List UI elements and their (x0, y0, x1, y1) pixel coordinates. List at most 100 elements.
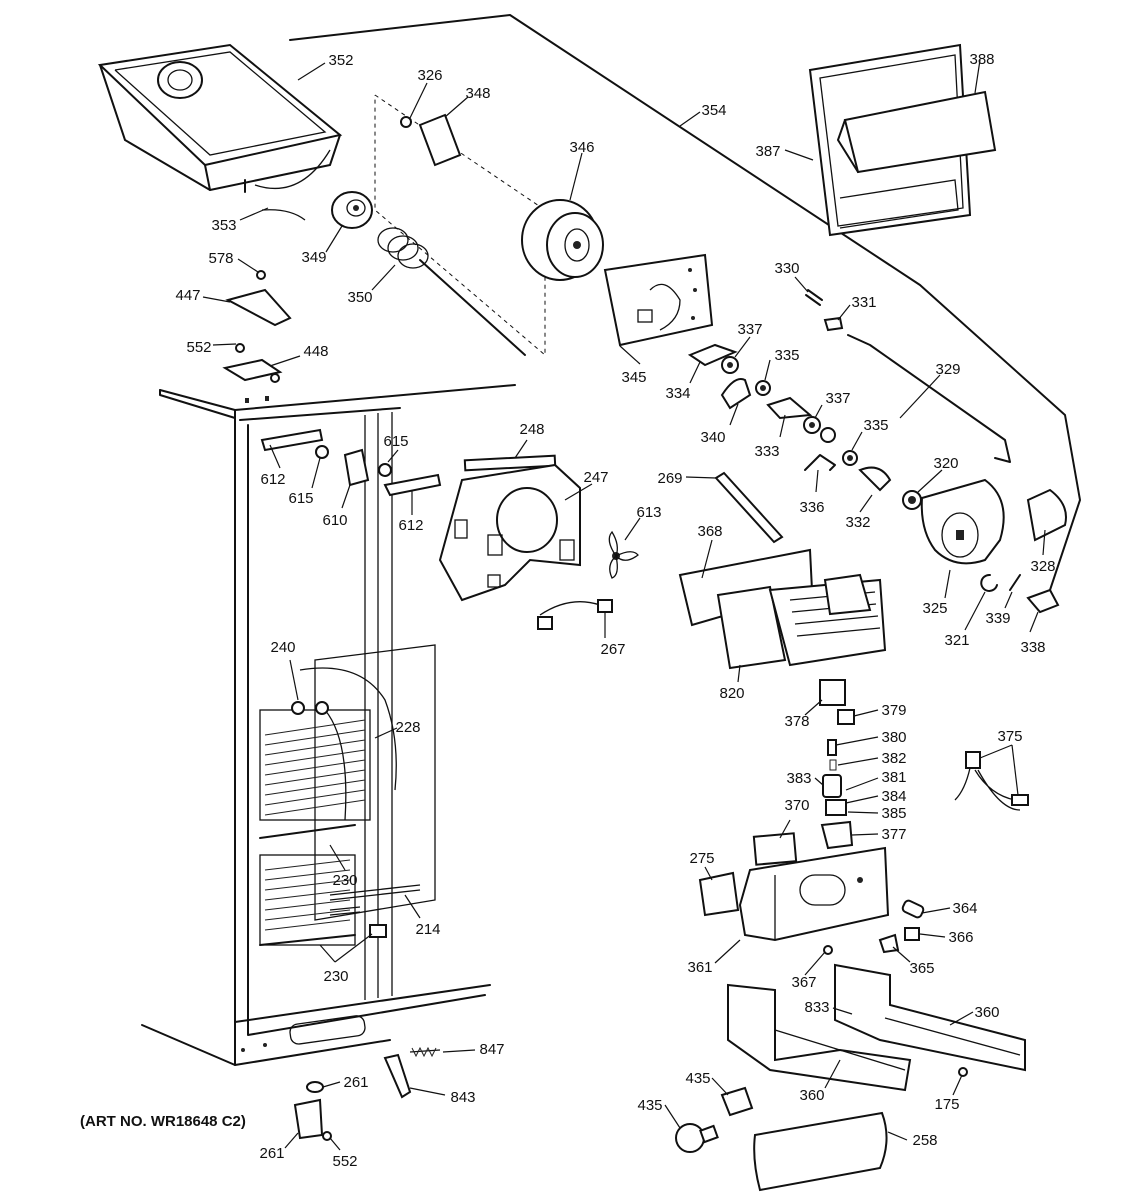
callout-label: 384 (881, 788, 906, 805)
retainer-plate (418, 113, 462, 167)
freezer-cabinet (141, 384, 516, 1066)
callout-label: 447 (175, 287, 200, 304)
cap-615-right (378, 463, 392, 477)
callout-label: 261 (343, 1074, 368, 1091)
callout-label: 612 (260, 471, 285, 488)
wire-connector-375 (954, 751, 1029, 811)
ice-chute-tube (714, 471, 784, 544)
callout-label: 366 (948, 929, 973, 946)
callout-label: 448 (303, 343, 328, 360)
dispenser-door (808, 43, 997, 237)
bracket-448 (222, 358, 283, 382)
callout-label: 820 (719, 685, 744, 702)
callout-label: 335 (863, 417, 888, 434)
callout-label: 612 (398, 517, 423, 534)
callout-label: 269 (657, 470, 682, 487)
ice-chute-flap (1026, 488, 1067, 542)
dispenser-outline (289, 14, 1081, 591)
callout-label: 275 (689, 850, 714, 867)
callout-label: 833 (804, 999, 829, 1016)
callout-label: 552 (186, 339, 211, 356)
callout-label: 338 (1020, 639, 1045, 656)
gear-linkage-set (687, 289, 892, 492)
callout-label: 435 (637, 1097, 662, 1114)
callout-label: 843 (450, 1089, 475, 1106)
callout-label: 330 (774, 260, 799, 277)
hinge-843 (383, 1053, 412, 1099)
washer (400, 116, 412, 128)
dispenser-rails (727, 963, 1026, 1092)
callout-label: 360 (799, 1087, 824, 1104)
shroud-gasket (463, 454, 557, 472)
callout-label: 332 (845, 514, 870, 531)
callout-label: 387 (755, 143, 780, 160)
thermostat-610 (343, 448, 370, 487)
callout-label: 334 (665, 385, 690, 402)
callout-label: 610 (322, 512, 347, 529)
leader-lines (202, 59, 1046, 1151)
light-bulb-435 (675, 1123, 719, 1153)
callout-label: 258 (912, 1132, 937, 1149)
callout-label: 230 (332, 872, 357, 889)
motor-mounting-bracket (603, 253, 714, 347)
callout-label: 385 (881, 805, 906, 822)
auger-spring (377, 227, 526, 356)
auger-coupling (331, 191, 373, 229)
callout-label: 435 (685, 1070, 710, 1087)
callout-labels: 352 326 348 346 354 388 387 353 349 350 … (175, 51, 1055, 1170)
solenoid-370 (752, 832, 798, 866)
callout-label: 326 (417, 67, 442, 84)
callout-label: 335 (774, 347, 799, 364)
callout-label: 228 (395, 719, 420, 736)
callout-label: 360 (974, 1004, 999, 1021)
callout-label: 328 (1030, 558, 1055, 575)
callout-label: 381 (881, 769, 906, 786)
callout-label: 340 (700, 429, 725, 446)
callout-label: 175 (934, 1096, 959, 1113)
callout-label: 370 (784, 797, 809, 814)
callout-label: 230 (323, 968, 348, 985)
c-clip (980, 573, 998, 592)
actuator-rod (847, 334, 1011, 463)
callout-label: 267 (600, 641, 625, 658)
callout-label: 333 (754, 443, 779, 460)
plate-275 (698, 871, 740, 917)
callout-label: 352 (328, 52, 353, 69)
callout-label: 847 (479, 1041, 504, 1058)
callout-label: 350 (347, 289, 372, 306)
callout-label: 261 (259, 1145, 284, 1162)
callout-label: 348 (465, 85, 490, 102)
auger-motor (521, 199, 604, 281)
clip-366 (904, 927, 920, 941)
lamp-socket-435 (720, 1086, 754, 1117)
bracket-447 (225, 288, 292, 327)
callout-label: 248 (519, 421, 544, 438)
callout-label: 364 (952, 900, 977, 917)
callout-label: 368 (697, 523, 722, 540)
cap-615-left (315, 445, 329, 459)
fan-blade (608, 530, 639, 579)
hinge-bracket-261 (293, 1098, 324, 1140)
callout-label: 325 (922, 600, 947, 617)
callout-label: 353 (211, 217, 236, 234)
dispenser-mount-361 (738, 846, 890, 942)
callout-label: 320 (933, 455, 958, 472)
callout-label: 331 (851, 294, 876, 311)
callout-label: 377 (881, 826, 906, 843)
bracket-612-right (383, 473, 442, 497)
callout-label: 367 (791, 974, 816, 991)
callout-label: 388 (969, 51, 994, 68)
screw-175 (958, 1067, 968, 1077)
bracket-612-left (260, 428, 324, 452)
callout-label: 615 (288, 490, 313, 507)
callout-label: 329 (935, 361, 960, 378)
callout-label: 247 (583, 469, 608, 486)
callout-label: 578 (208, 250, 233, 267)
callout-label: 375 (997, 728, 1022, 745)
evaporator-assembly (259, 644, 436, 946)
callout-label: 346 (569, 139, 594, 156)
callout-label: 321 (944, 632, 969, 649)
art-number-caption: (ART NO. WR18648 C2) (80, 1113, 246, 1130)
callout-label: 361 (687, 959, 712, 976)
